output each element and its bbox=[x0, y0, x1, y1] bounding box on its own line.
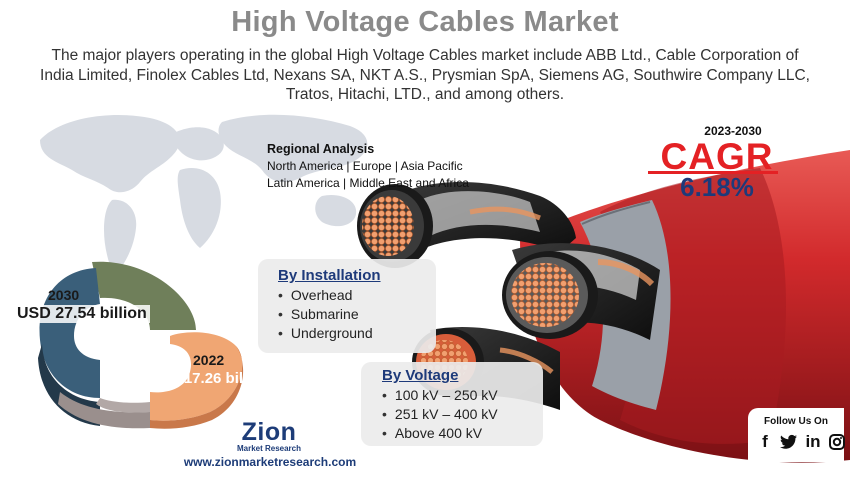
world-map bbox=[40, 114, 368, 276]
website-link[interactable]: www.zionmarketresearch.com bbox=[183, 455, 357, 469]
by-voltage-heading: By Voltage bbox=[382, 367, 459, 384]
cagr-label: CAGR bbox=[660, 136, 774, 177]
logo-subtitle: Market Research bbox=[236, 444, 302, 453]
by-voltage-panel: By Voltage 100 kV – 250 kV 251 kV – 400 … bbox=[361, 362, 543, 446]
regional-analysis: Regional Analysis North America | Europe… bbox=[267, 141, 469, 192]
installation-item: Overhead bbox=[278, 286, 436, 305]
linkedin-icon[interactable]: in bbox=[805, 432, 821, 451]
follow-us-heading: Follow Us On bbox=[764, 416, 828, 427]
page-title: High Voltage Cables Market bbox=[231, 6, 619, 38]
follow-us-panel: Follow Us On f in bbox=[748, 408, 846, 462]
cagr-divider bbox=[648, 171, 778, 174]
installation-item: Underground bbox=[278, 324, 436, 343]
twitter-icon[interactable] bbox=[780, 432, 798, 452]
instagram-icon[interactable] bbox=[828, 432, 846, 452]
voltage-item: 251 kV – 400 kV bbox=[382, 405, 543, 424]
cagr-value: 6.18% bbox=[680, 172, 754, 202]
year-2022-label: 2022 bbox=[193, 352, 225, 368]
description-text: The major players operating in the globa… bbox=[40, 47, 810, 103]
regional-line-2: Latin America | Middle East and Africa bbox=[267, 176, 469, 190]
installation-item: Submarine bbox=[278, 305, 436, 324]
facebook-icon[interactable]: f bbox=[762, 432, 768, 451]
market-size-donut bbox=[38, 261, 244, 429]
voltage-item: Above 400 kV bbox=[382, 424, 543, 443]
value-2030-label: USD 27.54 billion bbox=[14, 305, 150, 323]
year-2030-label: 2030 bbox=[48, 287, 80, 303]
cable-illustration bbox=[357, 150, 850, 463]
by-installation-panel: By Installation Overhead Submarine Under… bbox=[258, 259, 436, 353]
zion-logo[interactable]: Zion Market Research bbox=[233, 418, 305, 454]
voltage-item: 100 kV – 250 kV bbox=[382, 386, 543, 405]
logo-name: Zion bbox=[241, 418, 297, 446]
regional-line-1: North America | Europe | Asia Pacific bbox=[267, 159, 463, 173]
value-2022-label: USD 17.26 billion bbox=[148, 370, 270, 387]
cagr-period: 2023-2030 bbox=[704, 124, 762, 138]
by-installation-heading: By Installation bbox=[278, 267, 381, 284]
regional-heading: Regional Analysis bbox=[267, 142, 375, 156]
